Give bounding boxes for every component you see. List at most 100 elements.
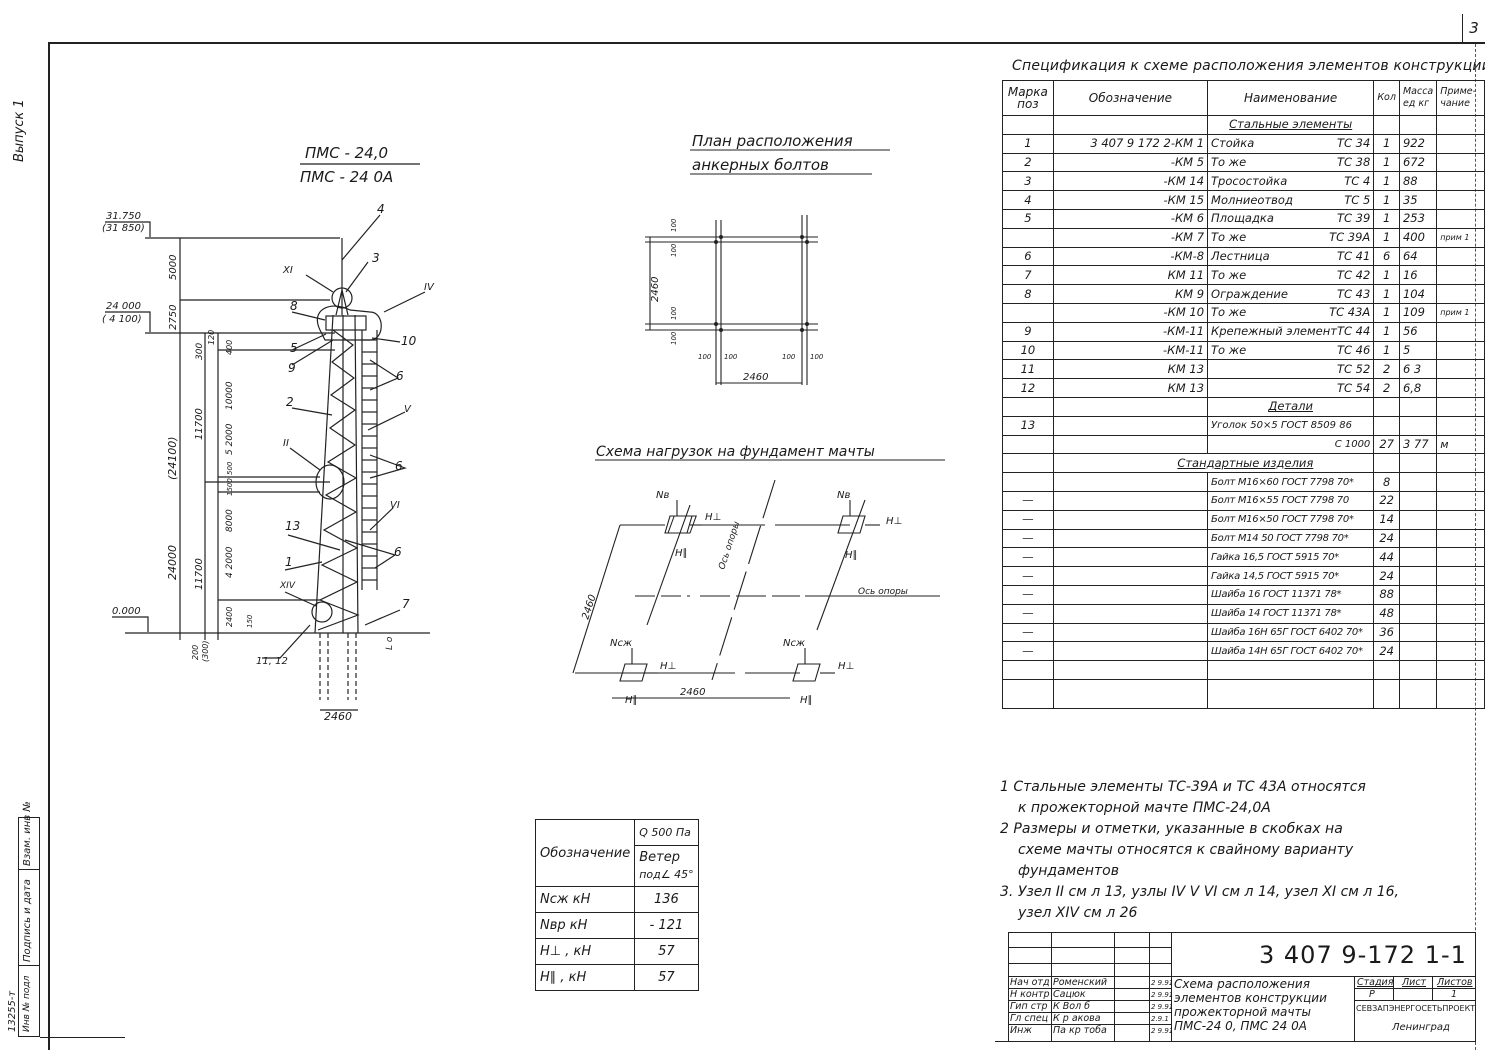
side-cell-replace: Взам. инв № xyxy=(19,801,39,870)
bottom-rule xyxy=(995,1041,1425,1042)
org-city: Ленинград xyxy=(1392,1022,1450,1033)
spec-name: Шайба 16Н 65Г ГОСТ 6402 70* xyxy=(1207,622,1375,643)
force-hpar-top-left: H∥ xyxy=(675,548,688,559)
load-table: Обозначение Q 500 Па Ветер под∠ 45° Nсж … xyxy=(534,819,699,991)
spec-code: ТС 41 xyxy=(1336,248,1371,263)
label-3: 3 xyxy=(372,251,380,265)
label-v: V xyxy=(404,404,412,415)
spec-header-note: Приме-чание xyxy=(1436,80,1485,116)
note-3-line2: узел XIV см л 26 xyxy=(1018,905,1138,921)
leader-8 xyxy=(291,311,326,321)
spec-name: Гайка 16,5 ГОСТ 5915 70* xyxy=(1207,547,1375,568)
load-axis-right xyxy=(816,499,866,631)
leader-ii xyxy=(289,447,321,471)
spec-header-name: Наименование xyxy=(1207,80,1375,116)
spec-code: ТС 43А xyxy=(1329,305,1371,320)
spec-pos: — xyxy=(1002,584,1054,605)
bolt-dim-2460-h: 2460 xyxy=(743,372,768,383)
signer-date: 2 9.91 xyxy=(1151,1027,1174,1035)
label-5: 5 xyxy=(290,341,298,355)
spec-designation: -КМ 5 xyxy=(1052,152,1209,173)
leader-7 xyxy=(364,609,401,626)
spec-standard-row: —Шайба 16Н 65Г ГОСТ 6402 70*36 xyxy=(1002,622,1485,643)
dim-500: 500 xyxy=(226,461,234,475)
leader-xiv xyxy=(284,591,317,607)
spec-code: ТС 39 xyxy=(1336,211,1371,226)
spec-name: То же xyxy=(1211,267,1247,282)
force-hpar-top-right: H∥ xyxy=(845,550,858,561)
label-8: 8 xyxy=(290,299,298,313)
spec-mass xyxy=(1398,603,1438,624)
spec-mass xyxy=(1398,566,1438,586)
spec-mass: 672 xyxy=(1398,152,1438,173)
spec-name: Болт М14 50 ГОСТ 7798 70* xyxy=(1207,528,1375,549)
spec-note xyxy=(1436,378,1485,398)
spec-empty-row xyxy=(1002,660,1485,680)
spec-standard-row: Болт М16×60 ГОСТ 7798 70*8 xyxy=(1002,472,1485,492)
spec-note xyxy=(1436,208,1485,229)
spec-pos: 7 xyxy=(1002,265,1054,286)
load-label: H∥ , кН xyxy=(534,964,636,991)
leader-13 xyxy=(287,534,341,551)
spec-code: ТС 34 xyxy=(1336,136,1371,151)
signer-name: К р акова xyxy=(1053,1013,1101,1024)
spec-standard-row: —Гайка 16,5 ГОСТ 5915 70*44 xyxy=(1002,547,1485,568)
dim-10000: 10000 xyxy=(225,381,235,410)
dim-300-alt: (300) xyxy=(201,640,210,662)
spec-qty: 2 xyxy=(1373,359,1400,380)
spec-qty: 1 xyxy=(1373,190,1400,210)
spec-code: С 1000 xyxy=(1334,438,1371,450)
tb-divider xyxy=(1393,976,1394,1000)
bolt-offset-7: 100 xyxy=(782,353,796,361)
leader-10 xyxy=(371,337,401,343)
bolt-plan-title-1: План расположения xyxy=(692,132,853,150)
spec-designation: 3 407 9 172 2-КМ 1 xyxy=(1052,133,1209,154)
label-11-12: 11, 12 xyxy=(256,656,288,667)
note-1-line2: к прожекторной мачте ПМС-24,0А xyxy=(1018,800,1271,816)
tower-title-1: ПМС - 24,0 xyxy=(305,144,388,162)
load-axis-label-2: Ось опоры xyxy=(858,587,908,597)
spec-pos: 6 xyxy=(1002,246,1054,267)
spec-designation xyxy=(1052,566,1209,586)
spec-qty: 36 xyxy=(1373,622,1400,643)
spec-code: ТС 43 xyxy=(1336,286,1371,301)
spec-name-cell: ТС 52 xyxy=(1207,359,1375,380)
force-nb-left: Nв xyxy=(656,490,669,501)
spec-standard-row: —Шайба 16 ГОСТ 11371 78*88 xyxy=(1002,584,1485,605)
bolt-offset-1: 100 xyxy=(670,218,678,232)
spec-pos: 5 xyxy=(1002,208,1054,229)
load-label: Nсж кН xyxy=(534,886,636,913)
spec-pos xyxy=(1002,434,1054,455)
spec-pos: 3 xyxy=(1002,171,1054,192)
label-1: 1 xyxy=(285,555,293,569)
spec-designation xyxy=(1052,472,1209,492)
spec-pos: 11 xyxy=(1002,359,1054,380)
spec-mass: 400 xyxy=(1398,227,1438,248)
dim-5-2000: 5 2000 xyxy=(225,423,235,455)
spec-pos: 2 xyxy=(1002,152,1054,173)
elev-zero: 0.000 xyxy=(112,606,141,617)
tower-lattice xyxy=(317,329,360,631)
spec-qty: 22 xyxy=(1373,490,1400,511)
note-2-line2: схеме мачты относятся к свайному вариант… xyxy=(1018,842,1354,858)
spec-note: прим 1 xyxy=(1436,227,1485,248)
label-4: 4 xyxy=(377,202,385,216)
spec-pos: — xyxy=(1002,509,1054,530)
spec-designation: -КМ 14 xyxy=(1052,171,1209,192)
side-stamp-baseline xyxy=(40,1037,125,1038)
elev-mid-alt: ( 4 100) xyxy=(102,314,142,325)
spec-designation: -КМ 10 xyxy=(1052,302,1209,323)
dim-2460-base: 2460 xyxy=(324,710,352,723)
label-6a: 6 xyxy=(396,369,404,383)
